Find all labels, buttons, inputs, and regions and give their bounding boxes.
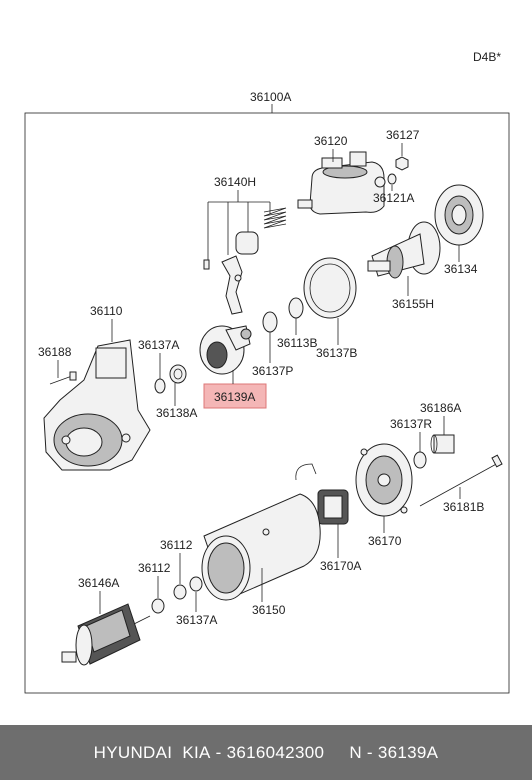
label-36170: 36170 <box>368 534 402 548</box>
footer-brand: HYUNDAI KIA <box>93 742 211 762</box>
label-36140H: 36140H <box>214 175 256 189</box>
label-36137R: 36137R <box>390 417 432 431</box>
label-36137P: 36137P <box>252 364 293 378</box>
solenoid-switch <box>297 151 386 215</box>
washer-36121A <box>387 173 397 185</box>
nut-36127 <box>395 156 409 171</box>
front-housing-36110 <box>43 339 151 471</box>
label-36137A-top: 36137A <box>138 338 179 352</box>
brush-holder-36170A <box>295 463 349 525</box>
highlighted-part-box <box>203 383 267 409</box>
label-36137A-bottom: 36137A <box>176 613 217 627</box>
label-36181B: 36181B <box>443 500 484 514</box>
rear-bracket-36170 <box>355 443 413 517</box>
ring-36137R <box>413 451 427 469</box>
ring-36137A-bottom <box>189 576 203 592</box>
lever-spring-kit <box>203 207 287 315</box>
label-36113B: 36113B <box>277 336 317 350</box>
label-36170A: 36170A <box>320 559 361 573</box>
washer-36112-a <box>151 598 165 614</box>
label-36121A: 36121A <box>373 191 414 205</box>
parts-diagram: D4B* 36100A 36120 36127 36121A 36134 361… <box>24 50 510 694</box>
ring-36137P <box>262 311 278 333</box>
label-36139A: 36139A <box>214 390 255 404</box>
label-36127: 36127 <box>386 128 420 142</box>
label-36146A: 36146A <box>78 576 119 590</box>
ring-36137A-top <box>154 378 166 394</box>
overrunning-clutch-36139A <box>199 325 252 375</box>
assembly-frame <box>24 112 510 694</box>
washer-36113B <box>288 297 304 319</box>
label-36112-b: 36112 <box>160 538 193 552</box>
diagram-code: D4B* <box>473 50 501 64</box>
bolt-36188 <box>49 371 77 385</box>
label-36137B: 36137B <box>316 346 357 360</box>
shaft-36155H <box>367 221 441 279</box>
label-36138A: 36138A <box>156 406 197 420</box>
label-36134: 36134 <box>444 262 478 276</box>
cover-36134 <box>434 184 484 246</box>
label-36150: 36150 <box>252 603 286 617</box>
label-36120: 36120 <box>314 134 348 148</box>
ring-36137B <box>303 257 357 319</box>
bushing-36138A <box>169 364 187 384</box>
label-36110: 36110 <box>90 304 123 318</box>
footer-bar: HYUNDAI KIA - 3616042300 N - 36139A <box>0 725 532 780</box>
armature-36146A <box>61 603 151 666</box>
label-36188: 36188 <box>38 345 72 359</box>
label-36155H: 36155H <box>392 297 434 311</box>
yoke-36150 <box>201 493 321 601</box>
label-36186A: 36186A <box>420 401 461 415</box>
washer-36112-b <box>173 584 187 600</box>
label-36112-a: 36112 <box>138 561 171 575</box>
footer-part-number: 3616042300 <box>226 742 325 762</box>
assembly-label: 36100A <box>250 90 291 104</box>
footer-ref: N - 36139A <box>349 742 439 762</box>
through-bolt-36181B <box>419 454 503 507</box>
bushing-36186A <box>430 434 455 454</box>
